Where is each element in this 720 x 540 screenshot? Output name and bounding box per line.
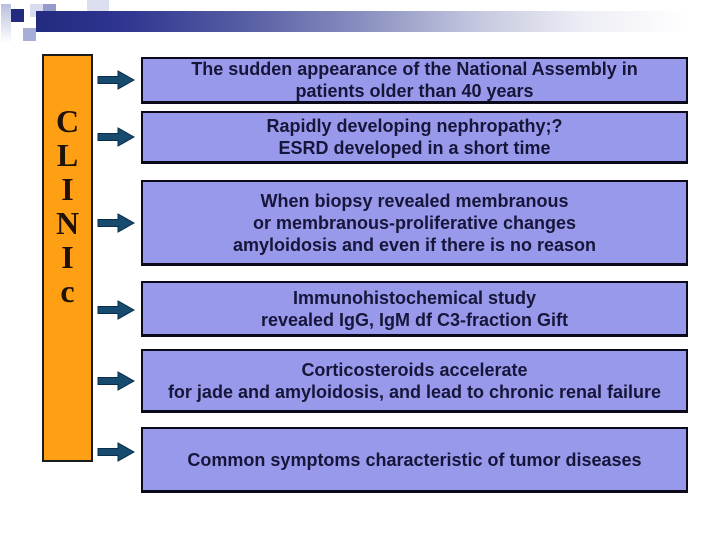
- clinic-vertical-bar: C L I N I c: [42, 54, 93, 462]
- flow-box-line: amyloidosis and even if there is no reas…: [232, 234, 597, 255]
- flow-arrow-icon: [97, 127, 135, 147]
- flow-box-line: Common symptoms characteristic of tumor …: [187, 449, 642, 470]
- clinic-letter: I: [61, 171, 74, 207]
- flow-box-common-symptoms: Common symptoms characteristic of tumor …: [141, 427, 688, 493]
- flow-box-corticosteroids: Corticosteroids accelerate for jade and …: [141, 349, 688, 413]
- flow-box-line: Immunohistochemical study: [292, 287, 537, 308]
- flow-box-line: Corticosteroids accelerate: [301, 359, 528, 380]
- clinic-letter: c: [60, 273, 75, 309]
- deco-square-medium2: [23, 28, 36, 41]
- flow-box-line: revealed IgG, IgM df C3-fraction Gift: [260, 309, 569, 330]
- clinic-letter: C: [55, 103, 80, 139]
- flow-arrow-icon: [97, 442, 135, 462]
- flow-box-line: or membranous-proliferative changes: [252, 212, 577, 233]
- flow-arrow-icon: [97, 70, 135, 90]
- deco-square-dark: [11, 9, 24, 22]
- flow-box-line: When biopsy revealed membranous: [260, 190, 569, 211]
- flow-box-biopsy: When biopsy revealed membranous or membr…: [141, 180, 688, 266]
- flow-box-immunohistochemical: Immunohistochemical study revealed IgG, …: [141, 281, 688, 337]
- flow-box-line: The sudden appearance of the National As…: [191, 59, 638, 79]
- clinic-vertical-label: C L I N I c: [44, 56, 91, 308]
- flow-box-nephropathy: Rapidly developing nephropathy;? ESRD de…: [141, 111, 688, 164]
- flow-box-line: ESRD developed in a short time: [278, 138, 551, 158]
- clinic-letter: I: [61, 239, 74, 275]
- deco-square-light2: [87, 0, 109, 14]
- flow-arrow-icon: [97, 300, 135, 320]
- flow-box-line: patients older than 40 years: [295, 81, 534, 101]
- flow-box-line: for jade and amyloidosis, and lead to ch…: [167, 381, 662, 402]
- flow-box-line: Rapidly developing nephropathy;?: [266, 116, 563, 136]
- flow-arrow-icon: [97, 371, 135, 391]
- flow-arrow-icon: [97, 213, 135, 233]
- clinic-letter: L: [56, 137, 79, 173]
- clinic-letter: N: [55, 205, 80, 241]
- header-gradient-banner: [36, 11, 720, 32]
- flow-box-sudden-appearance: The sudden appearance of the National As…: [141, 57, 688, 104]
- deco-gradient-strip: [1, 4, 11, 43]
